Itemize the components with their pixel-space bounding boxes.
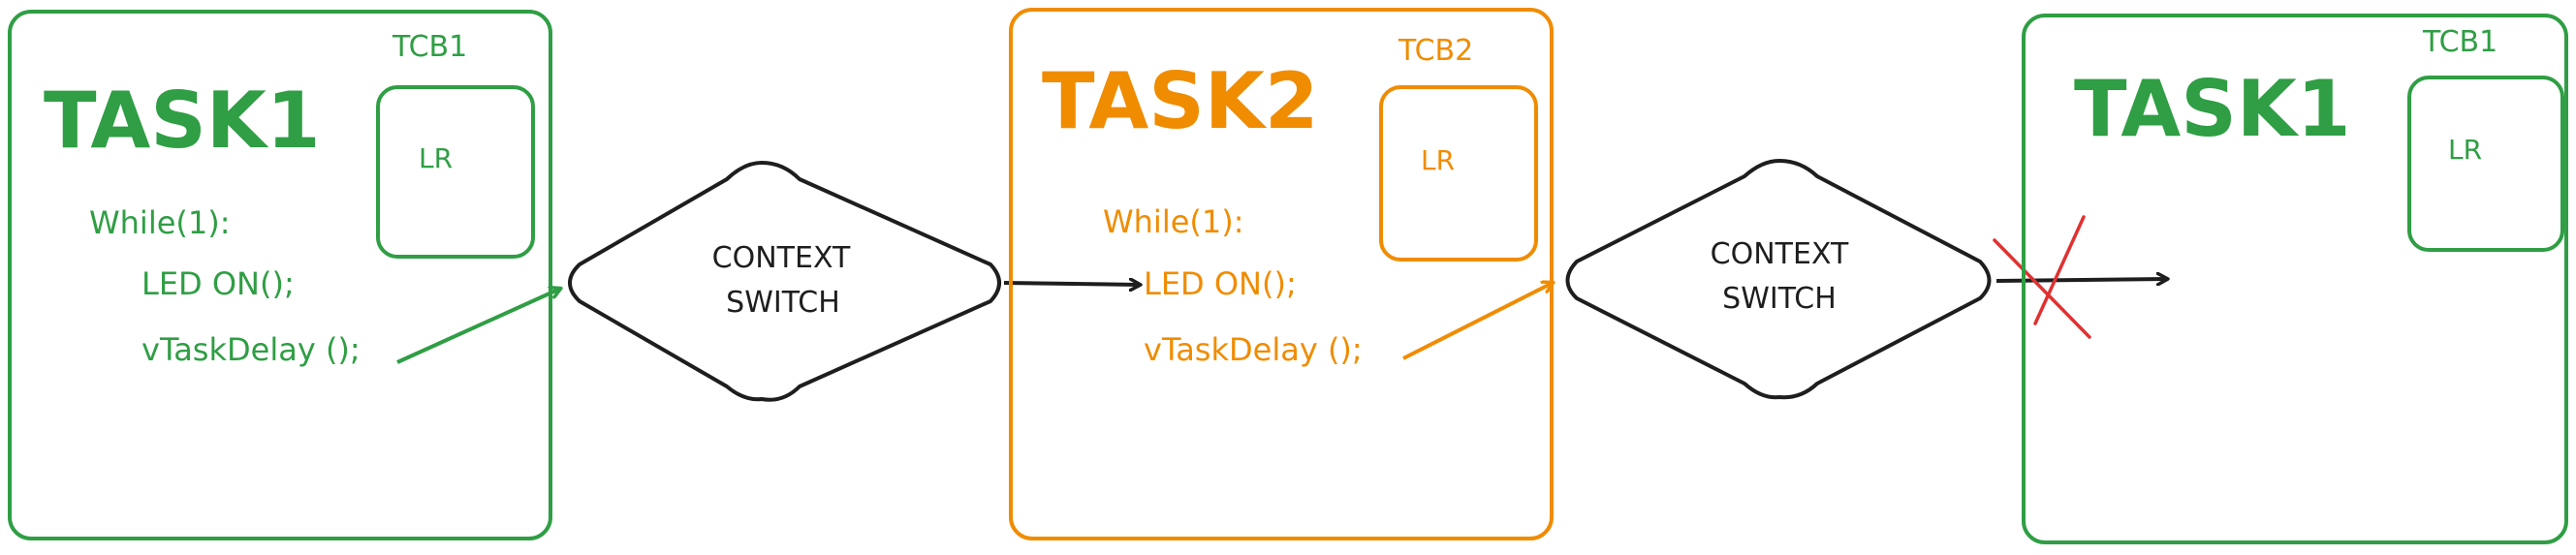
tcb1-right-box — [2407, 76, 2564, 252]
task1-left-code-led: LED ON(); — [141, 265, 295, 302]
task2-panel: TASK2 TCB2 LR While(1): LED ON(); vTaskD… — [1009, 8, 1554, 540]
context-switch-2: CONTEXT SWITCH — [1565, 159, 1992, 400]
task2-code-delay: vTaskDelay (); — [1144, 331, 1363, 368]
task2-code-led: LED ON(); — [1144, 265, 1297, 302]
task1-left-code-while: While(1): — [89, 204, 231, 241]
tcb2-box — [1379, 85, 1538, 262]
task1-left-code-delay: vTaskDelay (); — [141, 331, 361, 368]
cross-mark — [1993, 215, 2091, 339]
task2-title: TASK2 — [1042, 56, 1319, 146]
arrow-task1-to-switch1 — [396, 289, 560, 364]
task1-right-panel: TASK1 TCB1 LR — [2022, 14, 2568, 544]
arrow-switch1-to-task2 — [1003, 283, 1140, 285]
context-switch-2-diamond — [1565, 159, 1992, 400]
context-switch-1-line2: SWITCH — [726, 286, 840, 320]
tcb2-label: TCB2 — [1398, 34, 1473, 68]
context-switch-2-line2: SWITCH — [1722, 282, 1837, 316]
tcb1-left-box — [376, 85, 535, 259]
tcb1-right-label: TCB1 — [2422, 25, 2497, 59]
task2-code-while: While(1): — [1103, 203, 1244, 240]
tcb1-right-lr: LR — [2448, 134, 2482, 166]
tcb2-lr: LR — [1421, 144, 1455, 176]
task2-box — [1009, 8, 1554, 540]
tcb1-left-label: TCB1 — [392, 30, 467, 64]
context-switch-1: CONTEXT SWITCH — [568, 161, 1001, 402]
arrow-task2-to-switch2 — [1402, 283, 1553, 360]
context-switch-1-diamond — [568, 161, 1001, 402]
task1-left-title: TASK1 — [44, 76, 321, 166]
context-switch-1-line1: CONTEXT — [712, 241, 851, 275]
task1-left-box — [8, 10, 552, 540]
task1-right-box — [2022, 14, 2568, 544]
task1-left-panel: TASK1 TCB1 LR While(1): LED ON(); vTaskD… — [8, 10, 552, 540]
task1-right-title: TASK1 — [2074, 64, 2351, 154]
tcb1-left-lr: LR — [419, 142, 453, 174]
context-switch-2-line1: CONTEXT — [1711, 237, 1849, 271]
